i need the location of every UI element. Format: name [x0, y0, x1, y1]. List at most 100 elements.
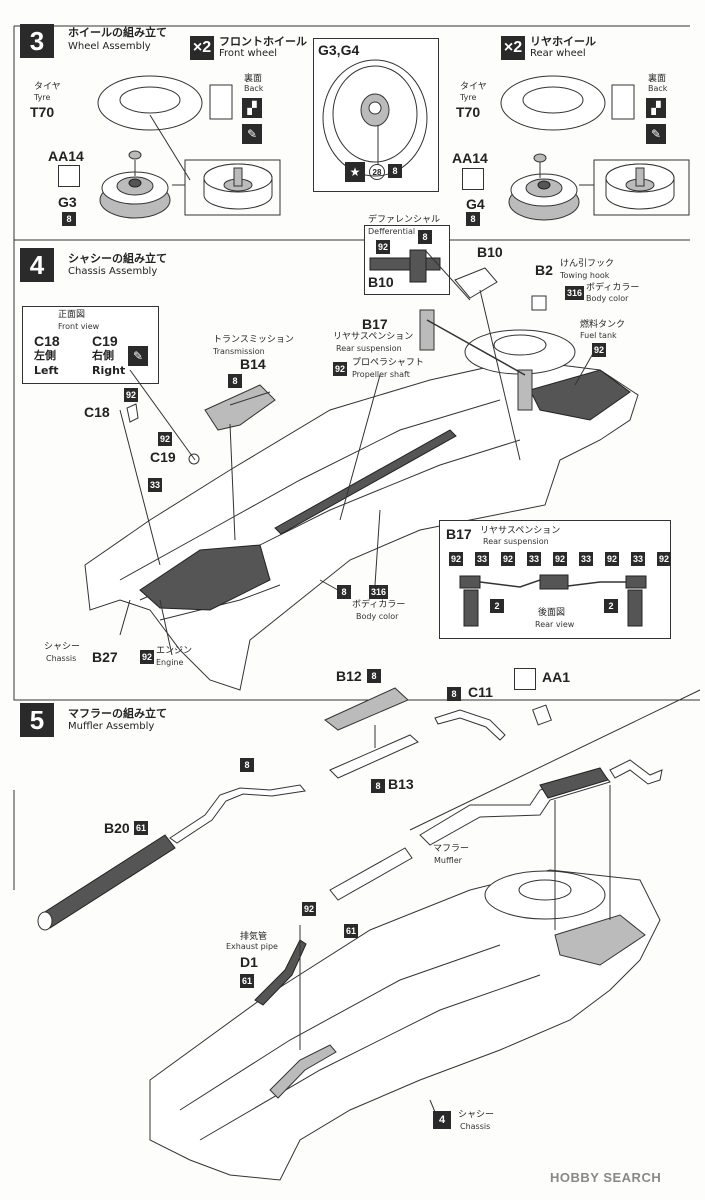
step-5-title-en: Muffler Assembly	[68, 721, 155, 732]
paint-stripe-icon: ▞	[242, 98, 262, 118]
step-4-title-en: Chassis Assembly	[68, 266, 158, 277]
fuel-tank-en: Fuel tank	[580, 331, 617, 340]
rv-code: 33	[475, 552, 490, 566]
rv-code: 33	[631, 552, 646, 566]
center-wheel-parts: G3,G4	[318, 42, 360, 58]
rv-code: 33	[579, 552, 594, 566]
code-33: 33	[148, 478, 163, 492]
front-tyre-part: T70	[30, 104, 55, 120]
c19-code: 92	[158, 432, 173, 446]
body-color-code: 316	[565, 286, 585, 300]
body-color-en: Body color	[586, 294, 629, 303]
glue-icon: ✎	[128, 346, 148, 366]
transmission-code: 8	[228, 374, 242, 388]
chassis-jp: シャシー	[44, 642, 81, 652]
rv-jp: リヤサスペンション	[480, 526, 561, 536]
exhaust-part: D1	[240, 954, 258, 970]
rv-part: B17	[446, 526, 472, 542]
c18-part: C18	[84, 404, 110, 420]
c11-code: 8	[447, 687, 461, 701]
c18-code: 92	[124, 388, 139, 402]
glue-icon: ✎	[242, 124, 262, 144]
rv-code: 92	[605, 552, 620, 566]
body-color-jp: ボディカラー	[586, 283, 640, 293]
front-cap-part: AA14	[48, 148, 84, 164]
rear-wheel-jp: リヤホイール	[530, 35, 596, 48]
rv-code-2b: 2	[604, 599, 618, 613]
rear-qty-badge: ×2	[501, 36, 525, 60]
center-code-28: 28	[369, 164, 385, 180]
rear-wheel-part: G4	[466, 196, 485, 212]
front-back-jp: 裏面	[244, 74, 263, 84]
b2-part: B2	[535, 262, 553, 278]
b20-part: B20	[104, 820, 130, 836]
fuel-tank-jp: 燃料タンク	[580, 320, 626, 330]
rv-en: Rear suspension	[483, 537, 549, 546]
body-color2-code: 316	[369, 585, 389, 599]
front-view-box	[22, 306, 159, 384]
b13-code: 8	[371, 779, 385, 793]
center-code-8: 8	[388, 164, 402, 178]
star-icon: ★	[345, 162, 365, 182]
fv-right-en: Right	[92, 364, 126, 377]
rv-code: 33	[527, 552, 542, 566]
c19-part: C19	[150, 449, 176, 465]
body-color2-en: Body color	[356, 612, 399, 621]
transmission-part: B14	[240, 356, 266, 372]
diff-jp: デファレンシャル	[368, 215, 441, 225]
rear-back-jp: 裏面	[648, 74, 667, 84]
rear-tyre-jp: タイヤ	[460, 82, 487, 92]
b13-part: B13	[388, 776, 414, 792]
wheel-detail-drawing	[322, 59, 428, 177]
front-view-en: Front view	[58, 322, 100, 331]
front-wheel-jp: フロントホイール	[219, 35, 307, 48]
engine-en: Engine	[156, 658, 184, 667]
pipe-code: 8	[240, 758, 254, 772]
front-tyre-en: Tyre	[34, 93, 51, 102]
step-3-title-en: Wheel Assembly	[68, 41, 151, 52]
b2-jp: けん引フック	[560, 259, 615, 269]
b20-code: 61	[134, 821, 149, 835]
rear-cap-part: AA14	[452, 150, 488, 166]
b17-jp: リヤサスペンション	[333, 332, 414, 342]
front-wheel-part: G3	[58, 194, 77, 210]
step-3-number: 3	[20, 24, 54, 58]
chassis-drawing	[84, 249, 639, 691]
fv-left-part: C18	[34, 333, 60, 349]
apply-glue-icon	[58, 165, 80, 187]
exhaust-code-61b: 61	[344, 924, 359, 938]
rear-wheel-en: Rear wheel	[530, 48, 586, 59]
c11-part: C11	[468, 684, 493, 700]
b17-en: Rear suspension	[336, 344, 402, 353]
b10-label: B10	[477, 244, 503, 260]
diff-code-8: 8	[418, 230, 432, 244]
watermark: HOBBY SEARCH	[550, 1170, 662, 1185]
rv-code: 92	[657, 552, 672, 566]
b12-code: 8	[367, 669, 381, 683]
front-wheel-en: Front wheel	[219, 48, 278, 59]
front-wheel-code: 8	[62, 212, 76, 226]
step-5-title-jp: マフラーの組み立て	[68, 707, 167, 720]
apply-glue-icon	[462, 168, 484, 190]
exhaust-code: 61	[240, 974, 255, 988]
rear-back-en: Back	[648, 84, 668, 93]
body-color2-jp: ボディカラー	[352, 600, 406, 610]
step-4-number: 4	[20, 248, 54, 282]
rv-code: 92	[553, 552, 568, 566]
step-4-title-jp: シャシーの組み立て	[68, 252, 167, 265]
transmission-en: Transmission	[213, 347, 265, 356]
diff-en: Defferential	[368, 227, 416, 236]
fv-right-part: C19	[92, 333, 118, 349]
fv-left-en: Left	[34, 364, 59, 377]
code-8: 8	[337, 585, 351, 599]
diff-code-92: 92	[376, 240, 391, 254]
chassis-ref-jp: シャシー	[458, 1110, 495, 1120]
chassis-ref-num: 4	[433, 1111, 451, 1129]
rear-tyre-en: Tyre	[460, 93, 477, 102]
front-view-jp: 正面図	[58, 310, 86, 320]
b2-en: Towing hook	[560, 271, 610, 280]
exhaust-code-92: 92	[302, 902, 317, 916]
chassis-en: Chassis	[46, 654, 77, 663]
